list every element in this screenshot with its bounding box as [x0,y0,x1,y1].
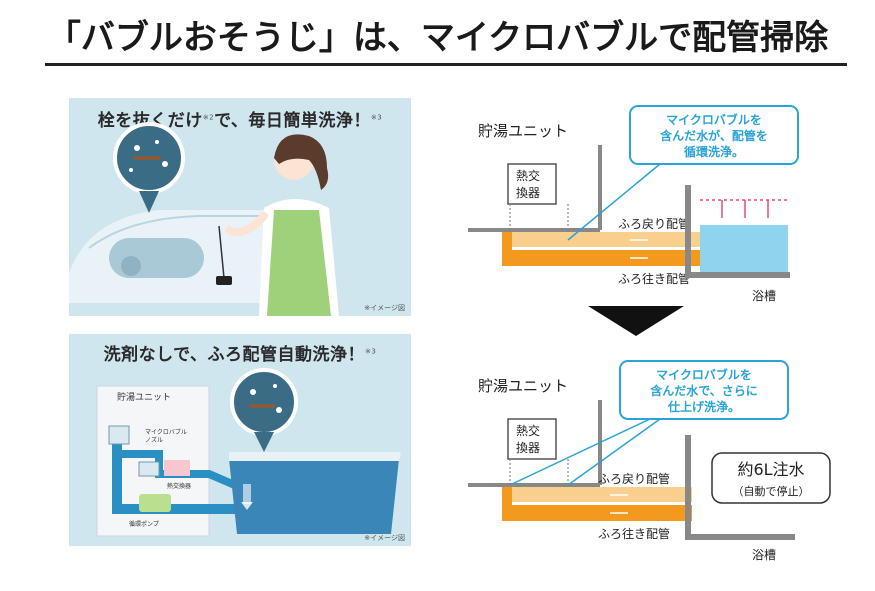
nozzle-box [108,425,130,445]
diagram-circulation-wash: 貯湯ユニット 熱交 換器 ふろ戻り配管 ふろ往き配管 浴槽 マイクロバブルを 含… [468,105,799,303]
heat-exchanger-box [507,163,557,205]
return-pipe-label: ふろ戻り配管 [618,216,690,231]
heat-exchanger-text-3: 熱交 [516,423,540,438]
nozzle-box-2 [138,461,160,477]
water-note-bubble [711,452,831,504]
bath-illustration [69,122,339,316]
bathtub-water [229,459,399,534]
nozzle-label-2: ノズル [145,436,163,444]
plug-chain-icon [218,225,225,279]
callout-pointer-2a [509,418,651,486]
panel-simple-wash: 栓を抜くだけ※2で、毎日簡単洗浄！※3 ※イメージ図 [69,98,411,316]
title-underline [45,63,847,66]
heat-exchanger-box [164,460,190,476]
return-pipe-label-2: ふろ戻り配管 [598,471,670,486]
callout-box-2 [619,360,789,420]
heading-text-b: で、毎日簡単洗浄！ [214,111,371,131]
page-title: 「バブルおそうじ」は、マイクロバブルで配管掃除 [46,18,829,58]
heat-exchanger-text-4: 換器 [516,441,540,455]
pump-label: 循環ポンプ [129,520,159,528]
drain-arrow [243,484,251,504]
supply-pipe [502,250,702,266]
callout2-line-2: 含んだ水で、さらに [650,383,758,398]
heading-auto-sup: ※3 [364,347,377,356]
callout-pointer [567,163,661,241]
bath-water [700,225,788,275]
return-pipe-2 [502,487,692,502]
woman-apron [267,210,331,316]
callout-line-3: 循環洗浄。 [684,144,744,159]
image-note-bottom: ※イメージ図 [364,534,405,542]
bathtub-rim-2 [229,452,401,461]
heat-exchanger-text-2: 換器 [516,186,540,200]
return-pipe [502,232,702,247]
heat-exchanger-text-1: 熱交 [516,168,540,183]
heading-auto-text: 洗剤なしで、ふろ配管自動洗浄！ [103,345,365,365]
water-note-sub: （自動で停止） [733,484,810,498]
callout-line-2: 含んだ水が、配管を [660,128,768,143]
unit-label-2: 貯湯ユニット [478,377,568,395]
pump-box [139,494,171,512]
heading-sup-a: ※2 [202,113,215,122]
unit-label: 貯湯ユニット [478,122,568,140]
piping-illustration: 貯湯ユニット マイクロバブル ノズル 熱交換器 循環ポンプ [96,368,401,537]
heading-text-a: 栓を抜くだけ [97,111,203,131]
water-note-main: 約6L注水 [737,460,804,479]
heading-sup-b: ※3 [370,113,383,122]
panel-auto-wash: 洗剤なしで、ふろ配管自動洗浄！※3 貯湯ユニット マイクロバブル ノズル 熱交換… [69,334,411,546]
bath-plug-icon [216,276,232,285]
bath-wall-2 [685,435,795,540]
down-arrow-icon [588,306,684,336]
callout2-line-1: マイクロバブルを [656,367,752,382]
bath-label-2: 浴槽 [752,548,776,562]
faucet-knob [121,256,141,276]
heat-exchanger-label: 熱交換器 [167,482,191,490]
callout2-line-3: 仕上げ洗浄。 [667,399,740,414]
panel-heading-auto-wash: 洗剤なしで、ふろ配管自動洗浄！※3 [69,340,411,365]
woman-hair [274,134,329,190]
panel-heading-simple-wash: 栓を抜くだけ※2で、毎日簡単洗浄！※3 [69,106,411,131]
callout-box [629,105,799,165]
woman-arm [225,212,268,237]
magnifier-bubbles-icon-2 [230,368,298,436]
diagram-finish-wash: 貯湯ユニット 熱交 換器 ふろ戻り配管 ふろ往き配管 浴槽 約6L注水 （自動で… [468,360,831,562]
bathtub-rim [88,215,269,249]
image-note-top: ※イメージ図 [364,304,405,312]
bath-label: 浴槽 [752,289,776,303]
callout-line-1: マイクロバブルを [666,112,762,127]
callout-pointer-2b [567,418,661,486]
supply-pipe-label-2: ふろ往き配管 [598,526,670,541]
bath-wall [685,185,790,278]
supply-pipe-2 [502,505,692,521]
heat-exchanger-box-2 [507,418,557,460]
supply-pipe-label: ふろ往き配管 [618,271,690,286]
magnifier-pointer [139,191,159,213]
nozzle-label-1: マイクロバブル [145,428,187,436]
unit-label-small: 貯湯ユニット [117,392,171,403]
